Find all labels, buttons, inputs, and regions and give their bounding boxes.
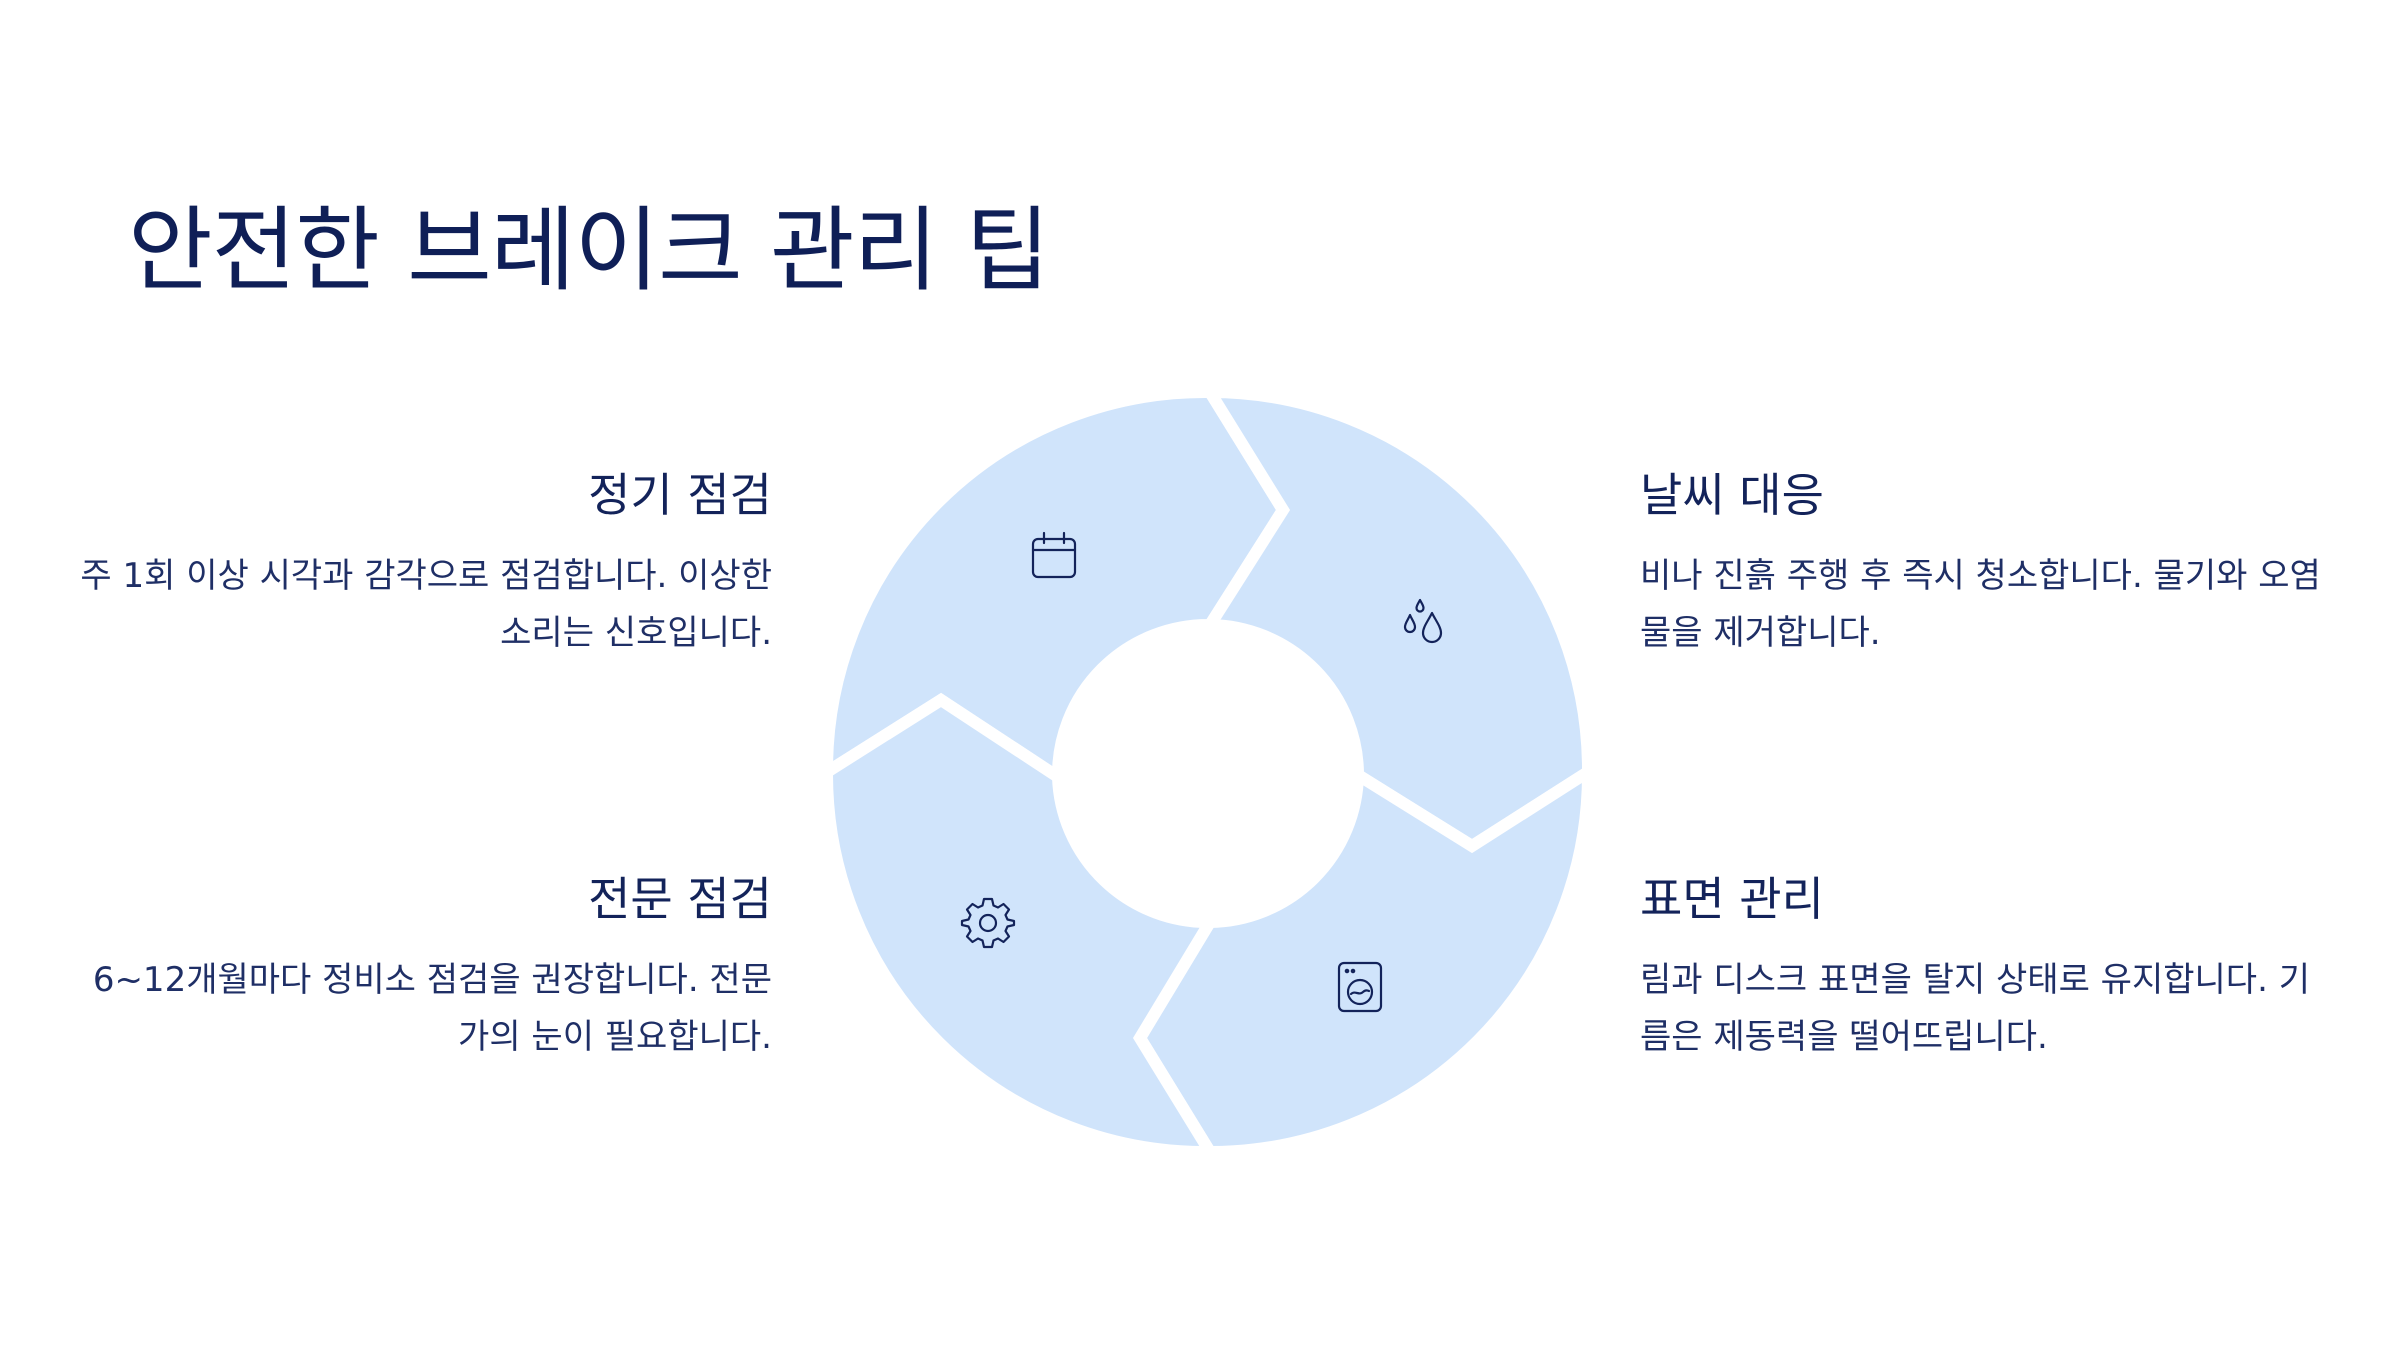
tip-description: 6~12개월마다 정비소 점검을 권장합니다. 전문가의 눈이 필요합니다.: [92, 959, 772, 1057]
cycle-segment-professional: [820, 692, 1221, 1159]
tip-regular-check: 정기 점검 주 1회 이상 시각과 감각으로 점검합니다. 이상한 소리는 신호…: [72, 466, 772, 662]
tip-heading: 날씨 대응: [1640, 468, 1824, 522]
page-title: 안전한 브레이크 관리 팁: [128, 197, 1050, 304]
cycle-segment-regular-check: [820, 385, 1291, 789]
tip-heading: 전문 점검: [588, 872, 772, 926]
calendar-icon: [1024, 526, 1084, 586]
water-drops-icon: [1394, 593, 1454, 653]
gear-icon: [958, 893, 1018, 953]
tip-weather: 날씨 대응 비나 진흙 주행 후 즉시 청소합니다. 물기와 오염물을 제거합니…: [1640, 466, 2340, 662]
washing-machine-icon: [1330, 957, 1390, 1017]
tip-description: 림과 디스크 표면을 탈지 상태로 유지합니다. 기름은 제동력을 떨어뜨립니다…: [1640, 959, 2310, 1057]
tip-surface: 표면 관리 림과 디스크 표면을 탈지 상태로 유지합니다. 기름은 제동력을 …: [1640, 870, 2340, 1066]
tip-professional: 전문 점검 6~12개월마다 정비소 점검을 권장합니다. 전문가의 눈이 필요…: [72, 870, 772, 1066]
tip-description: 비나 진흙 주행 후 즉시 청소합니다. 물기와 오염물을 제거합니다.: [1640, 555, 2321, 653]
tip-heading: 정기 점검: [588, 468, 772, 522]
tip-heading: 표면 관리: [1640, 872, 1824, 926]
cycle-segment-weather: [1199, 385, 1595, 854]
tip-description: 주 1회 이상 시각과 감각으로 점검합니다. 이상한 소리는 신호입니다.: [80, 555, 772, 653]
